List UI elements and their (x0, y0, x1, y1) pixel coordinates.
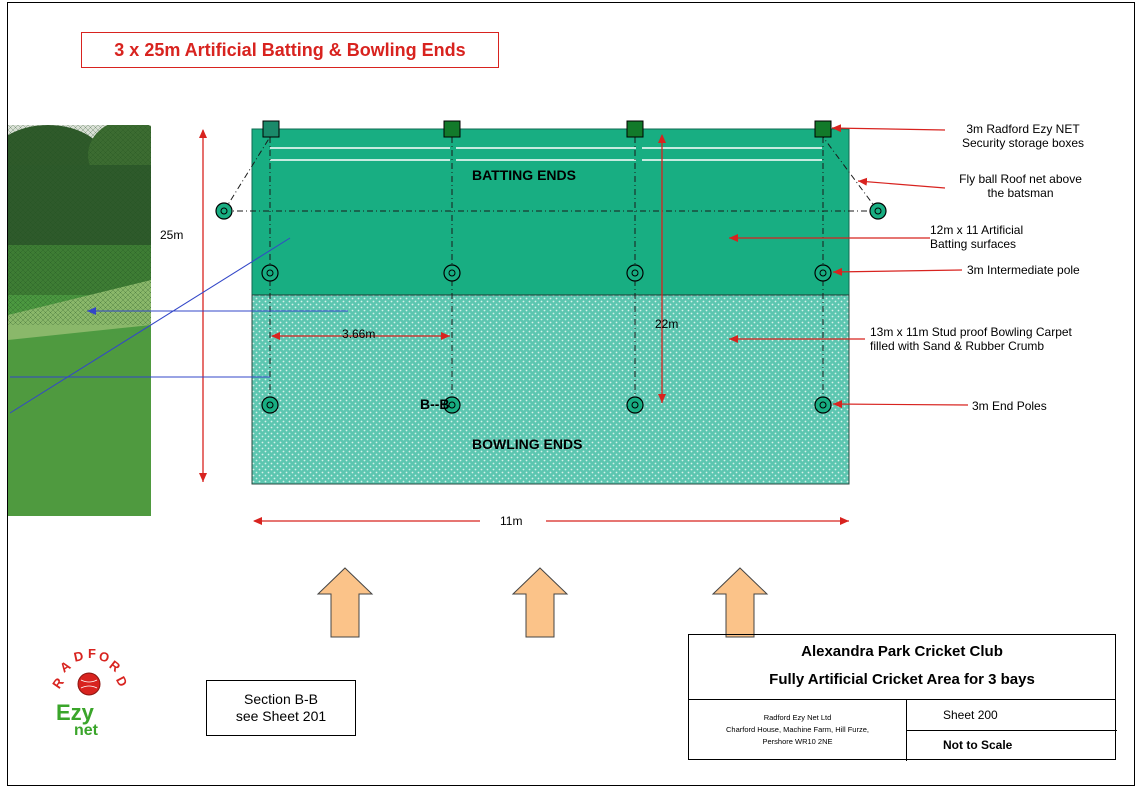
roof-annotation-line1: Fly ball Roof net above (959, 172, 1082, 186)
section-note-box: Section B-B see Sheet 201 (206, 680, 356, 736)
svg-text:D: D (113, 674, 131, 689)
scale-note: Not to Scale (943, 738, 1013, 752)
section-marker: B--B (420, 396, 450, 412)
svg-text:D: D (72, 648, 84, 665)
cricket-ground-photo (8, 125, 151, 516)
bowling-area (251, 294, 850, 485)
storage-annotation-line1: 3m Radford Ezy NET (966, 122, 1080, 136)
company-address: Radford Ezy Net Ltd Charford House, Mach… (689, 712, 906, 748)
intermediate-poles (261, 264, 832, 282)
radford-ezy-net-logo: R A D F O R D Ezy net (49, 646, 131, 739)
end-poles-annotation: 3m End Poles (972, 399, 1047, 413)
pitch-length-label: 22m (655, 317, 679, 331)
section-note-line1: Section B-B (244, 691, 318, 707)
company-address-line1: Charford House, Machine Farm, Hill Furze… (726, 725, 869, 734)
company-name: Radford Ezy Net Ltd (763, 713, 832, 722)
drawing-title-text: 3 x 25m Artificial Batting & Bowling End… (114, 39, 466, 60)
storage-box (814, 120, 832, 138)
intermediate-pole-annotation: 3m Intermediate pole (967, 263, 1080, 277)
batting-area (251, 128, 850, 296)
storage-annotation-line2: Security storage boxes (961, 136, 1085, 150)
length-dimension-label: 25m (160, 228, 184, 242)
direction-arrows (316, 567, 769, 638)
batting-ends-label: BATTING ENDS (472, 167, 576, 183)
bowling-annotation-line2: filled with Sand & Rubber Crumb (870, 339, 1045, 353)
annotation-arrows (729, 124, 969, 409)
sheet-number: Sheet 200 (943, 708, 998, 722)
club-name: Alexandra Park Cricket Club (801, 643, 1003, 660)
svg-text:O: O (97, 648, 111, 665)
storage-box (262, 120, 280, 138)
company-address-line2: Pershore WR10 2NE (762, 737, 833, 746)
storage-box (443, 120, 461, 138)
svg-text:F: F (88, 646, 96, 661)
batting-surface-annotation: 12m x 11 Artificial Batting surfaces (930, 223, 1050, 251)
bowling-ends-label: BOWLING ENDS (472, 436, 583, 452)
title-block-divider (906, 730, 1117, 731)
bowling-annotation-line1: 13m x 11m Stud proof Bowling Carpet (870, 325, 1072, 339)
crease-lines (270, 147, 822, 161)
title-block-divider (689, 699, 1115, 700)
end-poles (261, 396, 832, 414)
drawing-subtitle: Fully Artificial Cricket Area for 3 bays (769, 671, 1035, 688)
svg-text:A: A (57, 657, 74, 675)
svg-text:R: R (107, 657, 124, 675)
svg-text:Ezy: Ezy (56, 700, 95, 725)
orange-arrow (316, 567, 374, 638)
photo-reference-lines (9, 237, 348, 414)
bay-width-label: 3.66m (342, 327, 376, 341)
section-note-line2: see Sheet 201 (235, 708, 327, 724)
batting-annotation-line1: 12m x 11 Artificial (930, 223, 1024, 237)
orange-arrow (711, 567, 769, 638)
dimension-arrows (199, 129, 849, 525)
roof-anchor-poles (215, 202, 887, 220)
width-dimension-label: 11m (500, 514, 523, 528)
bowling-carpet-annotation: 13m x 11m Stud proof Bowling Carpet fill… (870, 325, 1100, 353)
orange-arrow (511, 567, 569, 638)
svg-text:R: R (49, 674, 67, 691)
drawing-title: 3 x 25m Artificial Batting & Bowling End… (81, 32, 499, 68)
svg-text:net: net (74, 722, 99, 739)
storage-box-annotation: 3m Radford Ezy NET Security storage boxe… (948, 122, 1098, 150)
title-block: Alexandra Park Cricket Club Fully Artifi… (688, 634, 1117, 761)
batting-annotation-line2: Batting surfaces (930, 237, 1017, 251)
storage-boxes (262, 120, 832, 138)
storage-box (626, 120, 644, 138)
roof-net-annotation: Fly ball Roof net above the batsman (948, 172, 1093, 200)
roof-annotation-line2: the batsman (987, 186, 1054, 200)
drawing-frame (7, 2, 1135, 786)
